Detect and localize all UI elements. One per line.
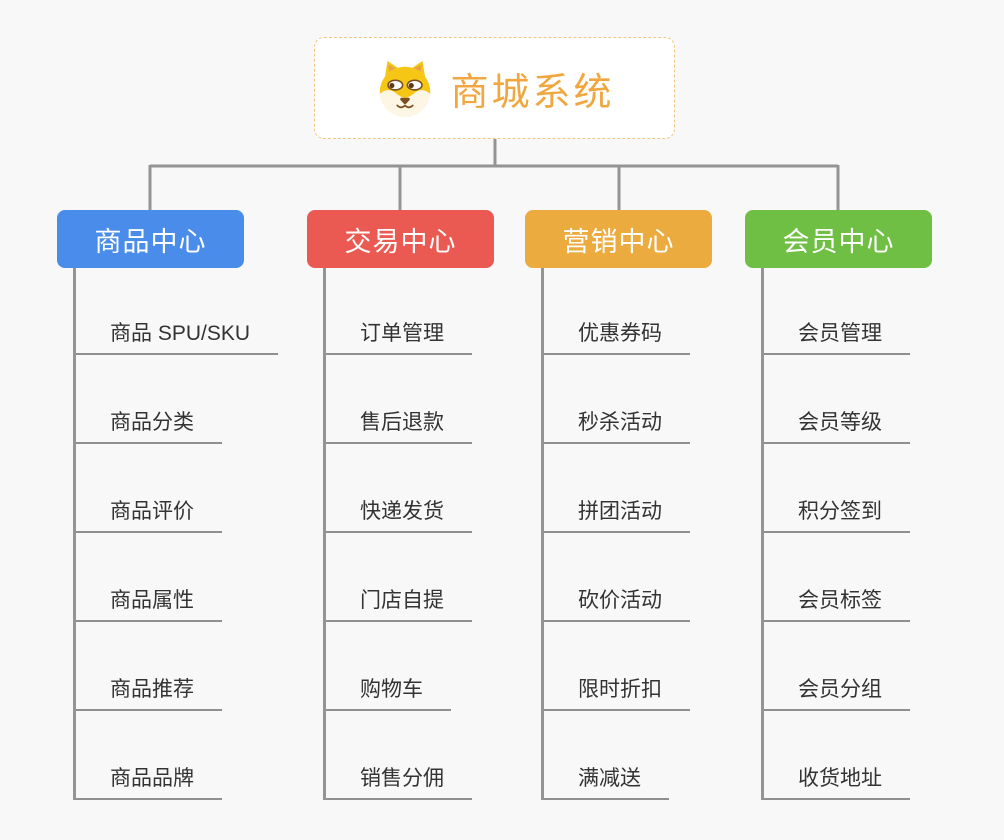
branch-item[interactable]: 售后退款 xyxy=(326,410,472,444)
branch-item[interactable]: 收货地址 xyxy=(764,766,910,800)
shiba-dog-icon xyxy=(380,60,431,118)
branch-header-marketing-center[interactable]: 营销中心 xyxy=(525,210,712,268)
branch-item[interactable]: 门店自提 xyxy=(326,588,472,622)
branch-item[interactable]: 快递发货 xyxy=(326,499,472,533)
root-title: 商城系统 xyxy=(450,71,615,114)
branch-item[interactable]: 会员等级 xyxy=(764,410,910,444)
branch-item[interactable]: 限时折扣 xyxy=(544,677,690,711)
branch-item[interactable]: 商品评价 xyxy=(76,499,222,533)
branch-member-center: 会员中心 会员管理 会员等级 积分签到 会员标签 会员分组 收货地址 xyxy=(745,210,995,840)
branch-header-product-center[interactable]: 商品中心 xyxy=(57,210,244,268)
branch-item[interactable]: 优惠券码 xyxy=(544,321,690,355)
branch-product-center: 商品中心 商品 SPU/SKU 商品分类 商品评价 商品属性 商品推荐 商品品牌 xyxy=(57,210,307,840)
branch-marketing-center: 营销中心 优惠券码 秒杀活动 拼团活动 砍价活动 限时折扣 满减送 xyxy=(525,210,775,840)
branch-trunk: 优惠券码 秒杀活动 拼团活动 砍价活动 限时折扣 满减送 xyxy=(541,268,771,800)
branch-item[interactable]: 拼团活动 xyxy=(544,499,690,533)
branch-item[interactable]: 会员管理 xyxy=(764,321,910,355)
branch-item[interactable]: 购物车 xyxy=(326,677,451,711)
branch-item[interactable]: 订单管理 xyxy=(326,321,472,355)
branch-trunk: 商品 SPU/SKU 商品分类 商品评价 商品属性 商品推荐 商品品牌 xyxy=(73,268,303,800)
branch-trunk: 会员管理 会员等级 积分签到 会员标签 会员分组 收货地址 xyxy=(761,268,991,800)
branch-item[interactable]: 商品 SPU/SKU xyxy=(76,321,279,355)
branch-item[interactable]: 会员标签 xyxy=(764,588,910,622)
branch-item[interactable]: 砍价活动 xyxy=(544,588,690,622)
branch-item[interactable]: 满减送 xyxy=(544,766,669,800)
root-branch-connector xyxy=(148,139,840,211)
branch-item[interactable]: 商品分类 xyxy=(76,410,222,444)
branch-item[interactable]: 销售分佣 xyxy=(326,766,472,800)
branch-trunk: 订单管理 售后退款 快递发货 门店自提 购物车 销售分佣 xyxy=(323,268,553,800)
root-node[interactable]: 商城系统 xyxy=(314,37,675,139)
branch-trade-center: 交易中心 订单管理 售后退款 快递发货 门店自提 购物车 销售分佣 xyxy=(307,210,557,840)
branch-header-member-center[interactable]: 会员中心 xyxy=(745,210,932,268)
branch-header-trade-center[interactable]: 交易中心 xyxy=(307,210,494,268)
branch-item[interactable]: 商品推荐 xyxy=(76,677,222,711)
branch-item[interactable]: 商品属性 xyxy=(76,588,222,622)
branch-item[interactable]: 商品品牌 xyxy=(76,766,222,800)
branch-item[interactable]: 秒杀活动 xyxy=(544,410,690,444)
branch-item[interactable]: 积分签到 xyxy=(764,499,910,533)
branch-item[interactable]: 会员分组 xyxy=(764,677,910,711)
